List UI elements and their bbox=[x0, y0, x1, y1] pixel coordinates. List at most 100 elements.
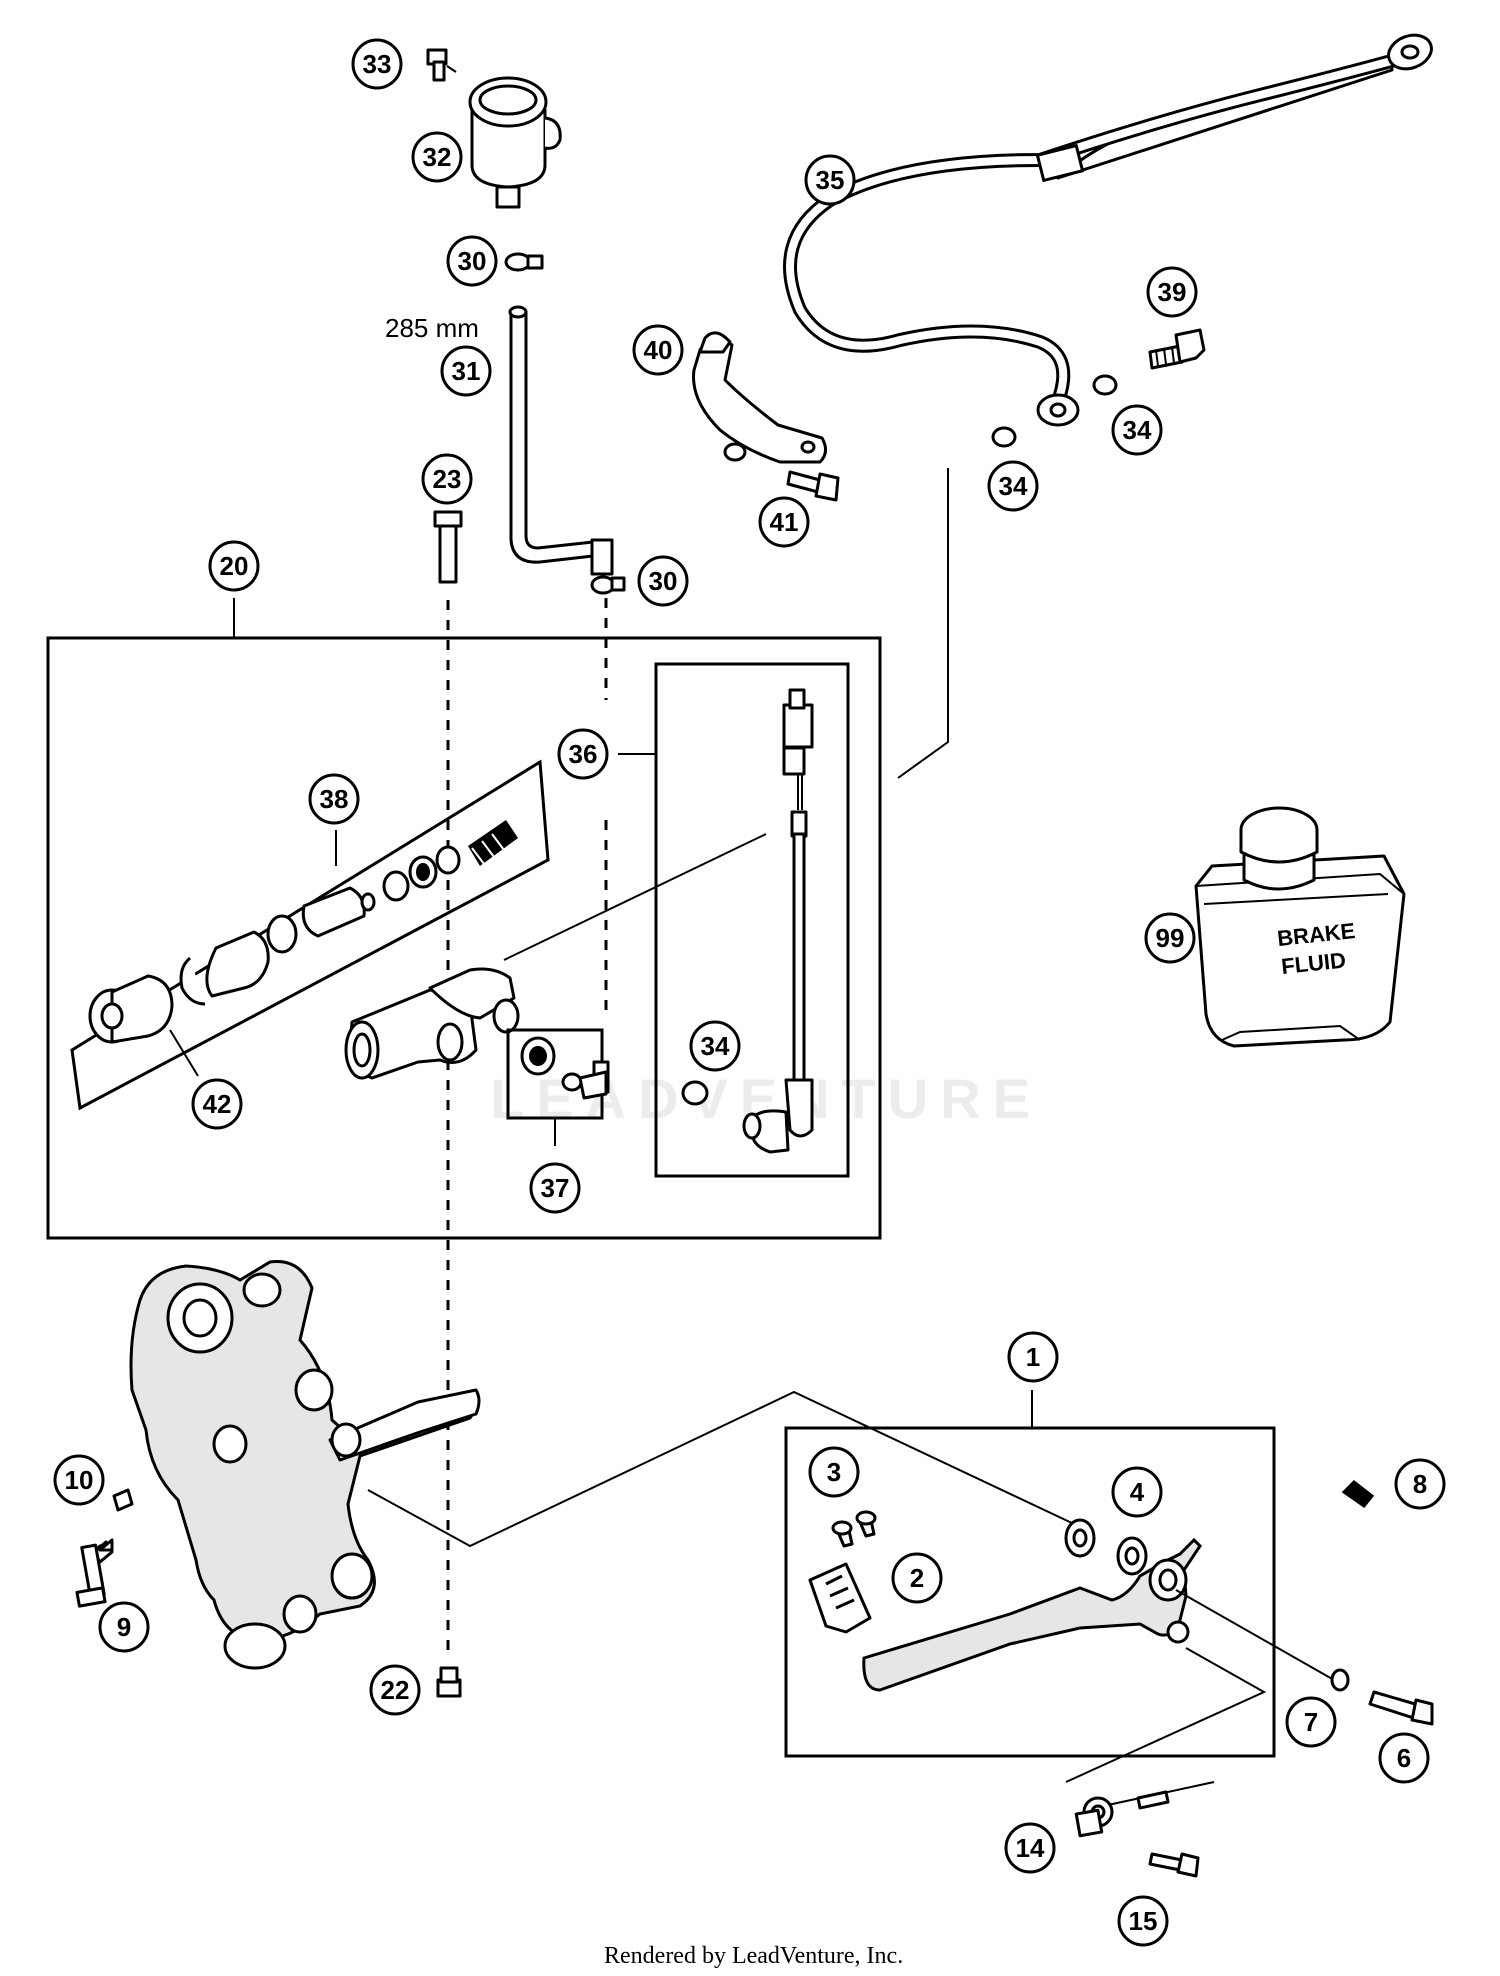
callout-c42: 42 bbox=[191, 1078, 243, 1130]
callout-c3: 3 bbox=[808, 1446, 860, 1498]
callout-circle bbox=[1144, 912, 1196, 964]
callout-circle bbox=[891, 1552, 943, 1604]
callout-c99: 99 bbox=[1144, 912, 1196, 964]
callout-circle bbox=[1111, 1466, 1163, 1518]
footer-credit: Rendered by LeadVenture, Inc. bbox=[604, 1943, 903, 1969]
callout-number: 34 bbox=[1123, 415, 1152, 445]
callout-circle bbox=[308, 773, 360, 825]
callout-circle bbox=[98, 1601, 150, 1653]
callout-c34a: 34 bbox=[1111, 404, 1163, 456]
reservoir-hose-part bbox=[508, 305, 614, 576]
pedal-bearing-parts bbox=[1064, 1518, 1148, 1576]
return-spring-part bbox=[1341, 1480, 1375, 1509]
callout-c6: 6 bbox=[1378, 1732, 1430, 1784]
callout-number: 6 bbox=[1397, 1743, 1411, 1773]
reservoir-screw-part bbox=[426, 48, 457, 82]
callout-circle bbox=[804, 154, 856, 206]
callout-circle bbox=[637, 555, 689, 607]
callout-circle bbox=[808, 1446, 860, 1498]
callout-number: 42 bbox=[203, 1089, 232, 1119]
callout-c15: 15 bbox=[1117, 1895, 1169, 1947]
pedal-bolt-part bbox=[1368, 1690, 1434, 1726]
callout-c37: 37 bbox=[529, 1162, 581, 1214]
brake-fluid-bottle-part: BRAKE FLUID bbox=[1194, 806, 1406, 1048]
callout-number: 15 bbox=[1129, 1906, 1158, 1936]
callout-number: 23 bbox=[433, 464, 462, 494]
callout-number: 31 bbox=[452, 356, 481, 386]
callout-number: 10 bbox=[65, 1465, 94, 1495]
callout-circle bbox=[689, 1020, 741, 1072]
dowel-pin-part bbox=[112, 1488, 134, 1512]
footrest-bracket-part bbox=[129, 1260, 481, 1670]
callout-number: 37 bbox=[541, 1173, 570, 1203]
reservoir-part bbox=[468, 76, 562, 209]
brake-line-part bbox=[783, 33, 1433, 427]
callout-c20: 20 bbox=[208, 540, 260, 592]
callout-number: 22 bbox=[381, 1675, 410, 1705]
brake-pedal-box bbox=[784, 1426, 1276, 1758]
callout-circle bbox=[1394, 1458, 1446, 1510]
callout-c7: 7 bbox=[1285, 1696, 1337, 1748]
callout-number: 99 bbox=[1156, 923, 1185, 953]
callout-number: 36 bbox=[569, 739, 598, 769]
callout-c34c: 34 bbox=[689, 1020, 741, 1072]
nut-part bbox=[436, 1666, 462, 1698]
line-bracket-part bbox=[692, 331, 827, 464]
callout-c1: 1 bbox=[1007, 1331, 1059, 1383]
callout-c9: 9 bbox=[98, 1601, 150, 1653]
callout-c38: 38 bbox=[308, 773, 360, 825]
callout-c2: 2 bbox=[891, 1552, 943, 1604]
piston-kit-parts bbox=[88, 820, 518, 1044]
brake-pedal-part bbox=[862, 1537, 1202, 1692]
master-cylinder-body-part bbox=[344, 967, 520, 1080]
callout-number: 30 bbox=[458, 246, 487, 276]
callout-c40: 40 bbox=[632, 324, 684, 376]
callout-circle bbox=[351, 38, 403, 90]
callout-number: 2 bbox=[910, 1563, 924, 1593]
master-cylinder-kit-box bbox=[46, 636, 882, 1240]
pushrod-screw-part bbox=[1148, 1852, 1200, 1878]
bolt-screw-part bbox=[75, 1543, 107, 1608]
sealing-washer-upper-part bbox=[1092, 374, 1118, 396]
pushrod-part bbox=[1074, 1781, 1215, 1838]
callout-number: 35 bbox=[816, 165, 845, 195]
brake-switch-panel bbox=[654, 662, 850, 1178]
callout-circle bbox=[758, 496, 810, 548]
callout-number: 7 bbox=[1304, 1707, 1318, 1737]
callout-c4: 4 bbox=[1111, 1466, 1163, 1518]
callout-circle bbox=[632, 324, 684, 376]
callout-circle bbox=[1007, 1331, 1059, 1383]
callout-circle bbox=[53, 1454, 105, 1506]
callout-c32: 32 bbox=[411, 131, 463, 183]
hose-clamp-top-part bbox=[504, 252, 544, 272]
banjo-bolt-part bbox=[1148, 328, 1206, 370]
callout-number: 8 bbox=[1413, 1469, 1427, 1499]
pedal-step-plate-part bbox=[808, 1562, 872, 1634]
small-kit-parts bbox=[520, 1036, 610, 1100]
callout-number: 9 bbox=[117, 1612, 131, 1642]
callout-circle bbox=[411, 131, 463, 183]
callout-circle bbox=[1146, 266, 1198, 318]
callout-number: 32 bbox=[423, 142, 452, 172]
sealing-washer-lower-part bbox=[991, 426, 1017, 448]
piston-kit-panel bbox=[70, 759, 550, 1111]
callout-number: 14 bbox=[1016, 1833, 1045, 1863]
callout-circle bbox=[446, 235, 498, 287]
pedal-screws-part bbox=[831, 1510, 877, 1548]
brake-switch-part bbox=[742, 688, 814, 1154]
callout-c36: 36 bbox=[557, 728, 609, 780]
callout-circle bbox=[1117, 1895, 1169, 1947]
callout-number: 4 bbox=[1130, 1477, 1145, 1507]
callout-c30b: 30 bbox=[637, 555, 689, 607]
callout-c34b: 34 bbox=[987, 460, 1039, 512]
callout-number: 3 bbox=[827, 1457, 841, 1487]
callout-circle bbox=[369, 1664, 421, 1716]
callout-circle bbox=[557, 728, 609, 780]
callout-number: 33 bbox=[363, 49, 392, 79]
callout-c41: 41 bbox=[758, 496, 810, 548]
callout-c30a: 30 bbox=[446, 235, 498, 287]
callout-number: 41 bbox=[770, 507, 799, 537]
callout-c10: 10 bbox=[53, 1454, 105, 1506]
callout-number: 40 bbox=[644, 335, 673, 365]
